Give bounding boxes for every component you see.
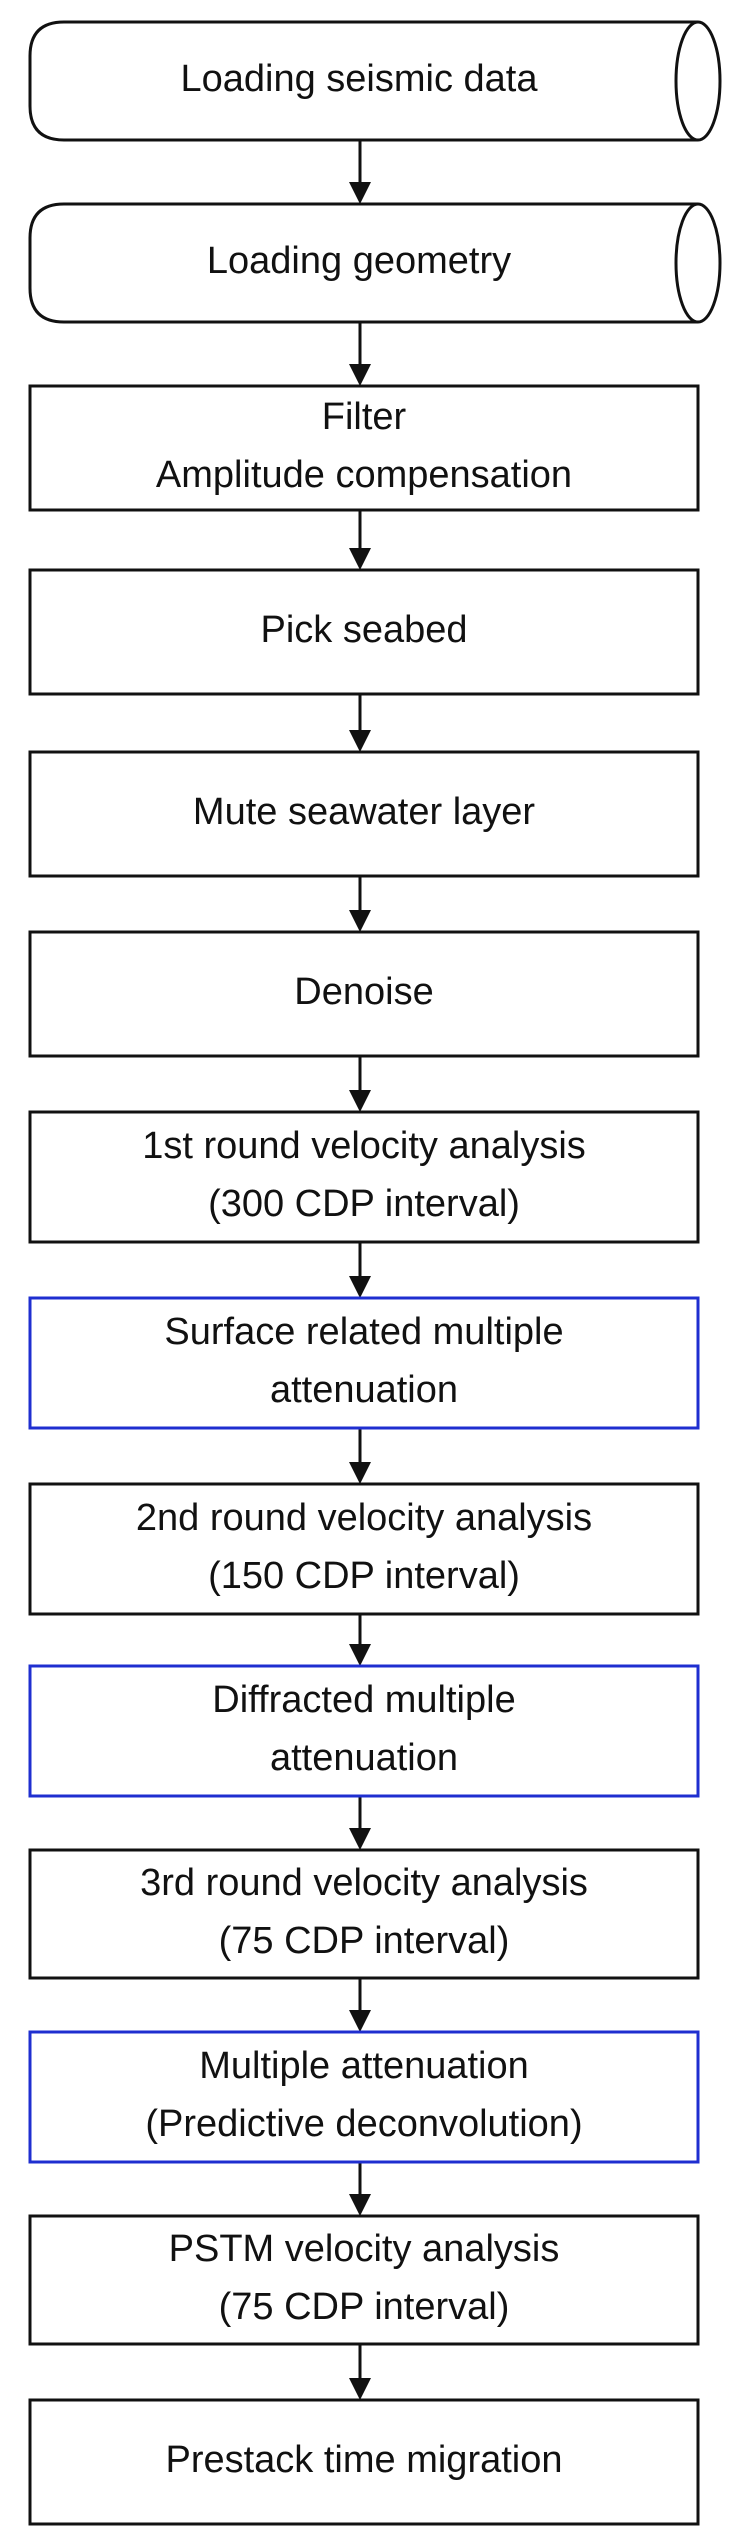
flow-arrow: [349, 322, 371, 386]
step-label: Mute seawater layer: [193, 791, 535, 833]
step-6-denoise: Denoise: [28, 930, 700, 1058]
step-label: Diffracted multiple: [212, 1679, 515, 1721]
process-box: [28, 750, 700, 878]
process-box: [28, 1482, 700, 1616]
step-12-multiple-attenuation: Multiple attenuation (Predictive deconvol…: [28, 2030, 700, 2164]
step-13-pstm-velocity-analysis: PSTM velocity analysis (75 CDP interval): [28, 2214, 700, 2346]
data-store-shape: [28, 20, 722, 142]
step-9-2nd-round-velocity-analysis: 2nd round velocity analysis (150 CDP inte…: [28, 1482, 700, 1616]
step-label: (150 CDP interval): [208, 1555, 520, 1597]
step-label: (300 CDP interval): [208, 1183, 520, 1225]
step-label: attenuation: [270, 1369, 458, 1411]
flow-arrow: [349, 876, 371, 932]
step-14-prestack-time-migration: Prestack time migration: [28, 2398, 700, 2526]
flow-arrow: [349, 1978, 371, 2032]
step-4-pick-seabed: Pick seabed: [28, 568, 700, 696]
flow-arrow: [349, 1242, 371, 1298]
step-label: 2nd round velocity analysis: [136, 1497, 592, 1539]
step-label: Pick seabed: [260, 609, 467, 651]
step-label: attenuation: [270, 1737, 458, 1779]
process-box: [28, 384, 700, 512]
flow-arrow: [349, 2162, 371, 2216]
step-label: Loading seismic data: [181, 58, 539, 100]
flow-arrow: [349, 1428, 371, 1484]
step-label: 3rd round velocity analysis: [140, 1862, 588, 1904]
flow-arrow: [349, 694, 371, 752]
step-2-loading-geometry: Loading geometry: [28, 202, 722, 324]
step-label: Filter: [322, 396, 407, 438]
flow-arrow: [349, 1796, 371, 1850]
step-10-diffracted-multiple: Diffracted multiple attenuation: [28, 1664, 700, 1798]
highlighted-process-box: [28, 1296, 700, 1430]
step-label: Amplitude compensation: [156, 454, 572, 496]
process-box: [28, 1110, 700, 1244]
highlighted-process-box: [28, 1664, 700, 1798]
flow-arrow: [349, 2344, 371, 2400]
process-box: [28, 2214, 700, 2346]
process-box: [28, 1848, 700, 1980]
highlighted-process-box: [28, 2030, 700, 2164]
step-label: (Predictive deconvolution): [145, 2103, 582, 2145]
step-label: Surface related multiple: [164, 1311, 563, 1353]
step-1-loading-seismic-data: Loading seismic data: [28, 20, 722, 142]
step-label: (75 CDP interval): [219, 2286, 510, 2328]
step-label: Loading geometry: [207, 240, 511, 282]
flow-arrow: [349, 1056, 371, 1112]
step-label: Multiple attenuation: [199, 2045, 529, 2087]
process-box: [28, 930, 700, 1058]
step-label: PSTM velocity analysis: [169, 2228, 560, 2270]
process-box: [28, 568, 700, 696]
step-label: Denoise: [294, 971, 433, 1013]
flow-arrow: [349, 140, 371, 204]
step-7-1st-round-velocity-analysis: 1st round velocity analysis (300 CDP inte…: [28, 1110, 700, 1244]
data-store-end-arc: [674, 202, 699, 324]
step-8-surface-related-multiple: Surface related multiple attenuation: [28, 1296, 700, 1430]
step-label: 1st round velocity analysis: [142, 1125, 586, 1167]
flow-arrow: [349, 510, 371, 570]
step-11-3rd-round-velocity-analysis: 3rd round velocity analysis (75 CDP inter…: [28, 1848, 700, 1980]
step-label: Prestack time migration: [165, 2439, 562, 2481]
step-label: (75 CDP interval): [219, 1920, 510, 1962]
flow-arrow: [349, 1614, 371, 1666]
data-store-end-arc: [674, 20, 699, 142]
data-store-shape: [28, 202, 722, 324]
step-5-mute-seawater-layer: Mute seawater layer: [28, 750, 700, 878]
process-box: [28, 2398, 700, 2526]
